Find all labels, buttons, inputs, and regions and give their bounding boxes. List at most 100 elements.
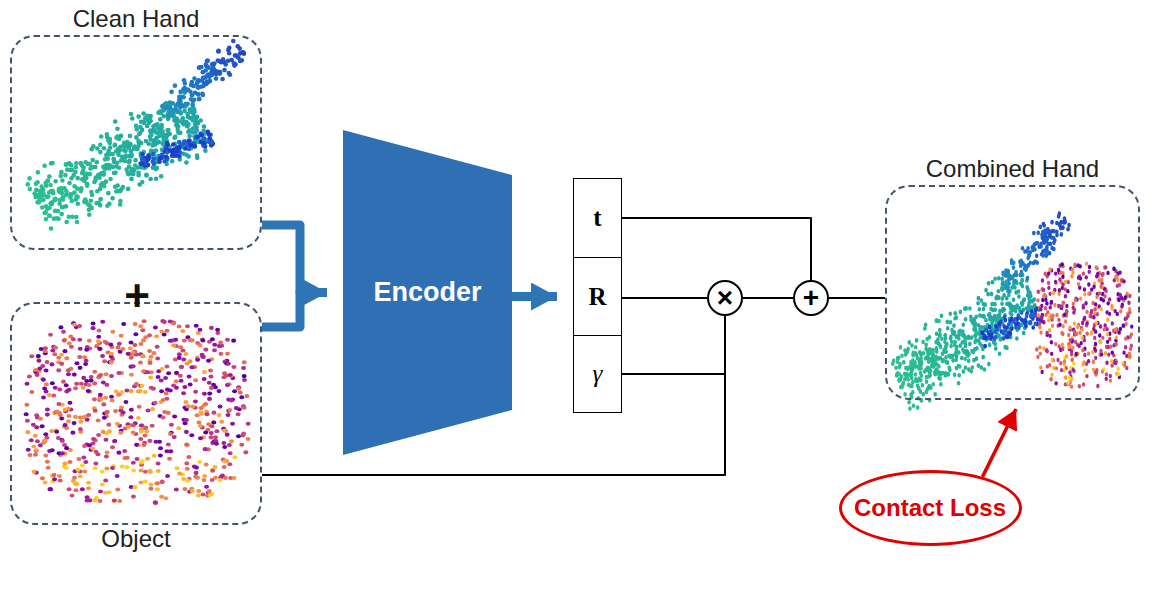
cloud-point (165, 474, 170, 478)
cloud-point (187, 138, 192, 143)
cloud-point (202, 124, 207, 129)
cloud-point (57, 198, 62, 203)
cloud-point (187, 134, 192, 139)
cloud-point (41, 193, 46, 198)
cloud-point (101, 170, 106, 175)
cloud-point (971, 350, 975, 355)
cloud-point (949, 334, 953, 339)
cloud-point (229, 58, 234, 63)
cloud-point (1000, 286, 1004, 291)
cloud-point (973, 340, 977, 345)
cloud-point (926, 356, 930, 361)
cloud-point (222, 459, 227, 463)
cloud-point (93, 409, 98, 413)
cloud-point (218, 405, 223, 409)
cloud-point (159, 174, 164, 179)
cloud-point (131, 423, 136, 427)
cloud-point (103, 491, 108, 495)
cloud-point (152, 454, 157, 458)
cloud-point (75, 220, 80, 225)
cloud-point (967, 367, 971, 372)
cloud-point (98, 197, 103, 202)
cloud-point (179, 365, 184, 369)
cloud-point (52, 352, 57, 356)
cloud-point (207, 392, 212, 396)
cloud-point (81, 456, 86, 460)
cloud-point (119, 134, 124, 139)
cloud-point (133, 322, 138, 326)
cloud-point (984, 288, 988, 293)
cloud-point (43, 439, 48, 443)
cloud-point (110, 466, 115, 470)
cloud-point (195, 413, 200, 417)
cloud-point (943, 340, 947, 345)
cloud-point (105, 410, 110, 414)
cloud-point (202, 370, 207, 374)
cloud-point (957, 373, 961, 378)
cloud-point (240, 433, 245, 437)
cloud-point (122, 449, 127, 453)
cloud-point (203, 402, 208, 406)
cloud-point (155, 357, 160, 361)
cloud-point (43, 481, 48, 485)
cloud-point (27, 453, 32, 457)
cloud-point (129, 112, 134, 117)
cloud-point (126, 352, 131, 356)
cloud-point (202, 392, 207, 396)
cloud-point (164, 392, 169, 396)
cloud-point (89, 379, 94, 383)
cloud-point (172, 135, 177, 140)
cloud-point (34, 182, 39, 187)
cloud-point (29, 354, 34, 358)
cloud-point (138, 437, 143, 441)
cloud-point (121, 411, 126, 415)
cloud-point (195, 134, 200, 139)
cloud-point (165, 128, 170, 133)
cloud-point (24, 403, 29, 407)
cloud-point (108, 145, 113, 150)
cloud-point (152, 351, 157, 355)
cloud-point (105, 132, 110, 137)
cloud-point (152, 162, 157, 167)
cloud-point (190, 365, 195, 369)
cloud-point (201, 338, 206, 342)
cloud-point (58, 174, 63, 179)
cloud-point (241, 366, 246, 370)
cloud-point (174, 371, 179, 375)
cloud-point (128, 346, 133, 350)
cloud-point (87, 213, 92, 218)
cloud-point (46, 466, 51, 470)
cloud-point (988, 343, 992, 348)
cloud-point (25, 419, 30, 423)
cloud-point (113, 409, 118, 413)
cloud-point (72, 373, 77, 377)
cloud-point (147, 349, 152, 353)
cloud-point (993, 314, 997, 319)
cloud-point (59, 186, 64, 191)
cloud-point (155, 481, 160, 485)
cloud-point (53, 386, 58, 390)
cloud-point (100, 483, 105, 487)
cloud-point (110, 445, 115, 449)
cloud-point (197, 65, 202, 70)
cloud-point (177, 324, 182, 328)
cloud-point (116, 345, 121, 349)
cloud-point (204, 463, 209, 467)
cloud-point (231, 365, 236, 369)
cloud-point (149, 386, 154, 390)
cloud-point (143, 434, 148, 438)
cloud-point (973, 333, 977, 338)
cloud-point (210, 337, 215, 341)
cloud-point (64, 446, 69, 450)
cloud-point (190, 130, 195, 135)
cloud-point (67, 341, 72, 345)
cloud-point (207, 489, 212, 493)
cloud-point (120, 347, 125, 351)
cloud-point (1032, 297, 1036, 302)
cloud-point (921, 383, 925, 388)
cloud-point (174, 379, 179, 383)
cloud-point (210, 478, 215, 482)
cloud-point (960, 356, 964, 361)
cloud-point (953, 352, 957, 357)
cloud-point (158, 454, 163, 458)
